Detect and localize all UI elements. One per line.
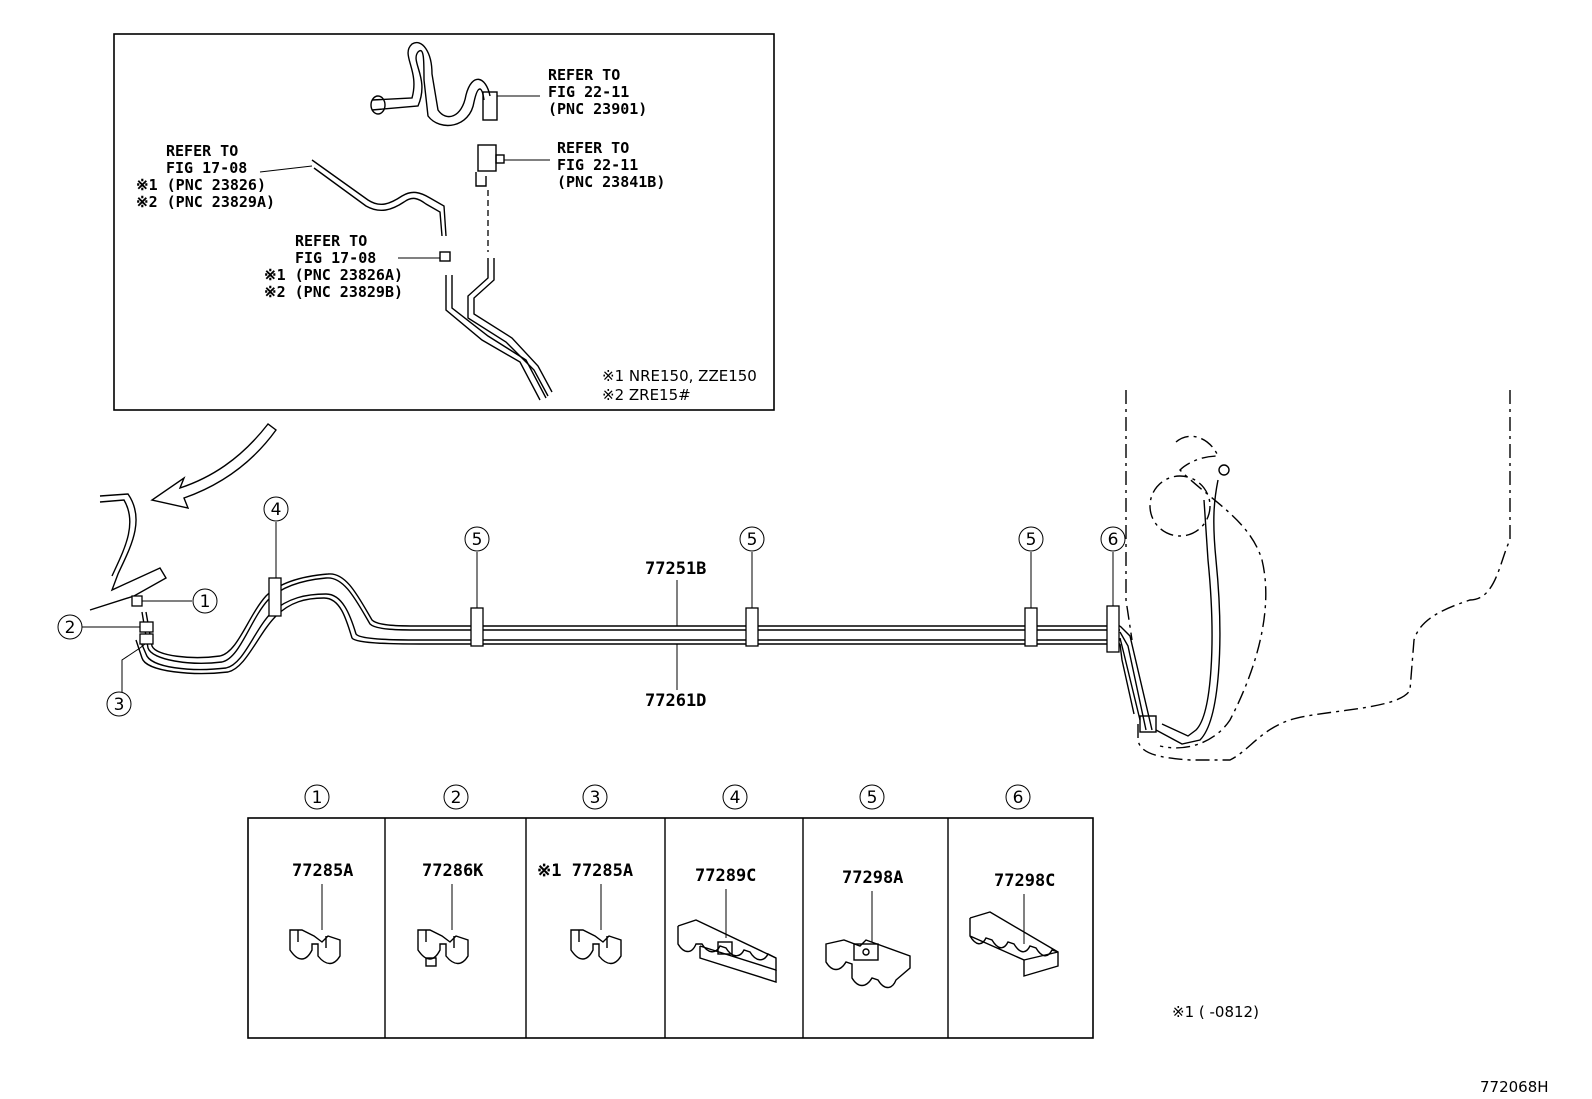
table-header-4: 4: [722, 784, 748, 810]
table-header-2: 2: [443, 784, 469, 810]
ref-text-23826: REFER TO FIG 17-08 ※1 (PNC 23826) ※2 (PN…: [136, 142, 275, 211]
table-frame: [247, 817, 1094, 1039]
ref-line: FIG 17-08: [166, 159, 247, 177]
clip-77289c-drawing: [677, 919, 777, 983]
detail-inset: REFER TO FIG 22-11 (PNC 23901) REFER TO …: [113, 33, 775, 411]
ref-line: ※2 (PNC 23829B): [264, 283, 403, 301]
callout-number: 5: [747, 530, 758, 550]
callout-number: 6: [1108, 530, 1119, 550]
callout-number: 2: [451, 788, 462, 808]
inset-frame: [113, 33, 775, 411]
callout-number: 6: [1013, 788, 1024, 808]
inset-pipe-upper: [259, 159, 451, 262]
part-number: ※1 77285A: [537, 861, 633, 881]
table-header-1: 1: [304, 784, 330, 810]
ref-line: FIG 22-11: [548, 83, 629, 101]
callout-number: 3: [590, 788, 601, 808]
clamp-3: [139, 633, 154, 645]
parts-table: 1 2 3 4 5 6 77285A 77286K ※1 77285A 7728…: [247, 784, 1094, 1039]
upper-pipe-label: 77251B: [645, 559, 706, 579]
ref-line: ※1 (PNC 23826A): [264, 266, 403, 284]
flexible-hose-drawing: [370, 41, 540, 127]
clamp-6: [1106, 605, 1120, 653]
ref-line: REFER TO: [166, 142, 238, 160]
inset-pointer-arrow: [150, 423, 277, 509]
callout-number: 5: [472, 530, 483, 550]
clamp-2: [139, 621, 154, 633]
callout-leaders: [82, 522, 1114, 692]
ref-line: (PNC 23841B): [557, 173, 665, 191]
callout-number: 4: [730, 788, 741, 808]
callout-2: 2: [57, 614, 83, 640]
callout-5: 5: [1018, 526, 1044, 552]
body-outline-dashed: [1125, 390, 1511, 761]
callout-number: 5: [867, 788, 878, 808]
ref-line: ※2 (PNC 23829A): [136, 193, 275, 211]
part-number: 77285A: [292, 861, 353, 881]
callout-4: 4: [263, 496, 289, 522]
table-header-6: 6: [1005, 784, 1031, 810]
part-number: 77286K: [422, 861, 484, 881]
clamp-5: [745, 607, 759, 647]
table-header-3: 3: [582, 784, 608, 810]
ref-line: FIG 17-08: [295, 249, 376, 267]
footnote: ※1 ( -0812): [1172, 1003, 1259, 1021]
figure-id: 772068H: [1480, 1078, 1549, 1096]
clip-77286k-drawing: [417, 929, 469, 967]
ref-line: REFER TO: [557, 139, 629, 157]
callout-number: 3: [114, 695, 125, 715]
callouts: 1 2 3 4 5 5 5 6: [57, 496, 1126, 717]
connector-drawing: [475, 144, 550, 252]
table-header-5: 5: [859, 784, 885, 810]
model-note-2: ※2 ZRE15#: [602, 386, 691, 404]
ref-text-23841b: REFER TO FIG 22-11 (PNC 23841B): [557, 139, 665, 191]
callout-6: 6: [1100, 526, 1126, 552]
clamp-5: [470, 607, 484, 647]
ref-text-23901: REFER TO FIG 22-11 (PNC 23901): [548, 66, 647, 118]
line-clamps: [131, 577, 1120, 653]
clamp-5: [1024, 607, 1038, 647]
callout-5: 5: [464, 526, 490, 552]
clip-77285a-drawing: [570, 929, 622, 965]
lower-pipe-label: 77261D: [645, 691, 706, 711]
clip-77285a-drawing: [289, 929, 341, 965]
callout-number: 2: [65, 618, 76, 638]
part-number: 77298C: [994, 871, 1055, 891]
callout-number: 5: [1026, 530, 1037, 550]
ref-line: ※1 (PNC 23826): [136, 176, 266, 194]
ref-line: FIG 22-11: [557, 156, 638, 174]
main-brake-lines: [89, 464, 1230, 745]
part-number: 77289C: [695, 866, 756, 886]
ref-line: REFER TO: [295, 232, 367, 250]
clamp-4: [268, 577, 282, 617]
part-number: 77298A: [842, 868, 903, 888]
callout-number: 4: [271, 500, 282, 520]
ref-line: (PNC 23901): [548, 100, 647, 118]
clamp-1: [131, 595, 143, 607]
ref-line: REFER TO: [548, 66, 620, 84]
callout-number: 1: [312, 788, 323, 808]
callout-3: 3: [106, 691, 132, 717]
callout-5: 5: [739, 526, 765, 552]
model-note-1: ※1 NRE150, ZZE150: [602, 367, 757, 385]
callout-1: 1: [192, 588, 218, 614]
ref-text-23826a: REFER TO FIG 17-08 ※1 (PNC 23826A) ※2 (P…: [264, 232, 403, 301]
clip-77298c-drawing: [969, 911, 1059, 977]
callout-number: 1: [200, 592, 211, 612]
clip-77298a-drawing: [825, 939, 911, 989]
inset-pipe-lower: [445, 258, 553, 401]
